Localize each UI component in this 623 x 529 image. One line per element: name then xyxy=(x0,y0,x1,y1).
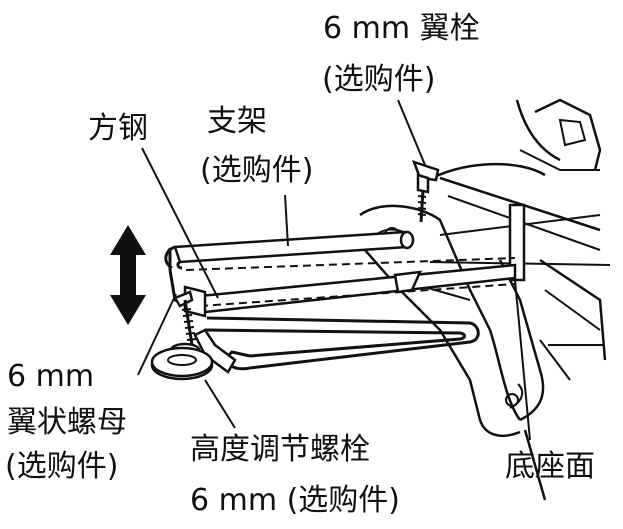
bracket-frame xyxy=(164,230,517,374)
bracket-optional-label: (选购件) xyxy=(200,153,314,188)
wing-bolt xyxy=(411,159,440,223)
machine-body xyxy=(359,98,611,501)
bracket-label: 支架 xyxy=(207,104,267,139)
wing-bolt-optional-label: (选购件) xyxy=(322,62,436,97)
wing-nut-size-label: 6 mm xyxy=(7,359,95,394)
height-adjust-bolt xyxy=(150,290,214,381)
leader-lines xyxy=(137,99,531,441)
wing-nut-label: 翼状螺母 xyxy=(7,405,127,440)
height-bolt-label: 高度调节螺栓 xyxy=(190,432,370,467)
square-steel-post xyxy=(508,203,526,282)
square-steel-label: 方钢 xyxy=(88,111,148,146)
wing-nut-optional-label: (选购件) xyxy=(5,449,119,484)
base-surface-label: 底座面 xyxy=(505,449,595,484)
wing-bolt-label: 6 mm 翼栓 xyxy=(323,11,480,46)
height-bolt-size-label: 6 mm (选购件) xyxy=(190,483,401,518)
double-vertical-arrow-icon xyxy=(110,225,146,325)
